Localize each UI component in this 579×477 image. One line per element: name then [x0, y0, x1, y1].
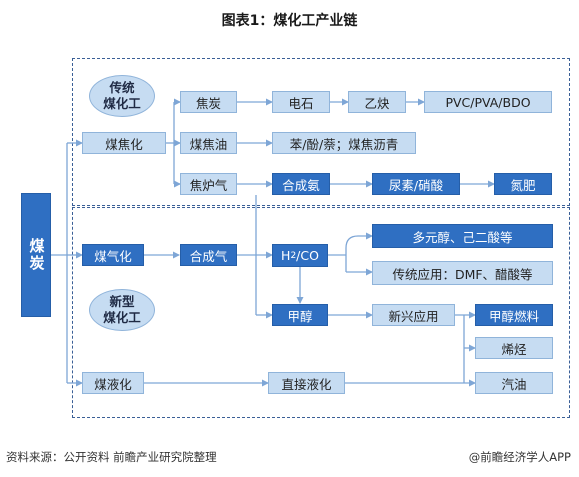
- tar-products-node: 苯/酚/萘；煤焦沥青: [272, 132, 416, 154]
- traditional-applications-node: 传统应用：DMF、醋酸等: [372, 261, 553, 285]
- coal-label: 煤炭: [27, 238, 46, 272]
- pvc-pva-bdo-node: PVC/PVA/BDO: [424, 91, 552, 113]
- emerging-applications-node: 新兴应用: [372, 304, 455, 326]
- figure-title: 图表1：煤化工产业链: [221, 13, 358, 29]
- traditional-line-2: 煤化工: [103, 96, 141, 111]
- new-line-2: 煤化工: [103, 310, 141, 325]
- synthetic-ammonia-node: 合成氨: [272, 173, 330, 195]
- traditional-section-frame: [72, 58, 570, 206]
- source-note: 资料来源：公开资料 前瞻产业研究院整理: [6, 450, 217, 464]
- calcium-carbide-node: 电石: [272, 91, 330, 113]
- h2co-co: /CO: [296, 248, 319, 263]
- h2co-subscript: 2: [290, 250, 297, 261]
- methanol-fuel-node: 甲醇燃料: [475, 304, 553, 326]
- coking-node: 煤焦化: [82, 132, 166, 154]
- liquefaction-node: 煤液化: [82, 372, 144, 394]
- coal-node: 煤炭: [21, 193, 51, 317]
- coal-tar-node: 煤焦油: [180, 132, 237, 154]
- traditional-coal-chemical-label: 传统 煤化工: [89, 75, 155, 117]
- methanol-node: 甲醇: [272, 304, 328, 326]
- olefins-node: 烯烃: [475, 337, 553, 359]
- gasoline-node: 汽油: [475, 372, 553, 394]
- direct-liquefaction-node: 直接液化: [268, 372, 345, 394]
- gasification-node: 煤气化: [82, 244, 144, 266]
- acetylene-node: 乙炔: [348, 91, 406, 113]
- coke-oven-gas-node: 焦炉气: [180, 173, 237, 195]
- h2co-h: H: [281, 248, 291, 263]
- new-section-frame: [72, 207, 570, 418]
- brand-credit: @前瞻经济学人APP: [468, 450, 571, 464]
- new-coal-chemical-label: 新型 煤化工: [89, 289, 155, 331]
- syngas-node: 合成气: [180, 244, 237, 266]
- traditional-line-1: 传统: [109, 80, 135, 95]
- urea-nitric-acid-node: 尿素/硝酸: [372, 173, 460, 195]
- coke-node: 焦炭: [180, 91, 237, 113]
- polyols-node: 多元醇、己二酸等: [372, 224, 553, 248]
- nitrogen-fertilizer-node: 氮肥: [494, 173, 552, 195]
- new-line-1: 新型: [109, 294, 135, 309]
